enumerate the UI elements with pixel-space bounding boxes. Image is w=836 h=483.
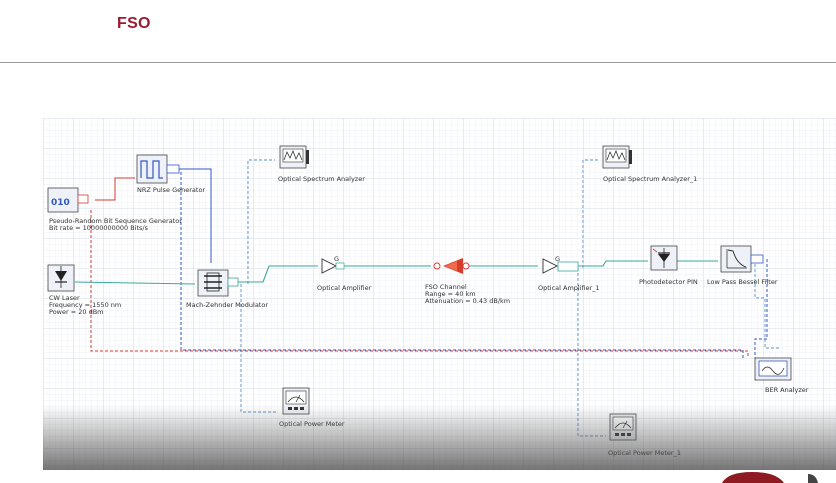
- fso-channel[interactable]: FSO Channel Range = 40 km Attenuation = …: [425, 258, 510, 305]
- title-divider: [0, 62, 836, 63]
- lpf-to-ber-monitor: [754, 259, 768, 358]
- osa1-label: Optical Spectrum Analyzer: [278, 175, 365, 183]
- bit-sequence-icon: 010: [51, 198, 70, 208]
- fso-channel-icon: [433, 258, 470, 274]
- laser-label: CW Laser: [49, 294, 80, 302]
- optical-amplifier-1[interactable]: G Optical Amplifier_1: [538, 255, 600, 292]
- slide-title: FSO: [117, 15, 151, 32]
- laser-frequency: Frequency = 1550 nm: [49, 301, 121, 309]
- optical-amplifier[interactable]: G Optical Amplifier: [317, 255, 372, 292]
- opm1-label: Optical Power Meter: [279, 420, 345, 428]
- spectrum-analyzer-icon: [282, 148, 304, 163]
- electrical-links: [90, 177, 749, 358]
- prbs-bitrate: Bit rate = 10000000000 Bits/s: [49, 224, 149, 232]
- amplifier-icon: [542, 258, 559, 274]
- prbs-label: Pseudo-Random Bit Sequence Generator: [49, 217, 182, 225]
- osa2-label: Optical Spectrum Analyzer_1: [603, 175, 697, 183]
- nrz-pulse-generator[interactable]: NRZ Pulse Generator: [136, 154, 205, 194]
- schematic-canvas[interactable]: 010 Pseudo-Random Bit Sequence Generator…: [43, 118, 836, 470]
- pulse-generator-icon: [140, 160, 163, 179]
- amplifier-icon: [321, 258, 338, 274]
- pd-label: Photodetector PIN: [639, 278, 698, 286]
- amp2-gain: G: [555, 255, 560, 263]
- fso-range: Range = 40 km: [425, 290, 476, 298]
- prbs-generator[interactable]: 010 Pseudo-Random Bit Sequence Generator…: [47, 187, 182, 232]
- lpf-label: Low Pass Bessel Filter: [707, 278, 778, 286]
- filter-icon: [726, 249, 747, 269]
- optical-links: [74, 260, 718, 285]
- mzm-label: Mach-Zehnder Modulator: [186, 301, 268, 309]
- mach-zehnder-modulator[interactable]: Mach-Zehnder Modulator: [186, 269, 268, 309]
- photodetector-icon: [652, 248, 670, 268]
- svg-text:010: 010: [51, 198, 70, 208]
- amp2-label: Optical Amplifier_1: [538, 284, 600, 292]
- fso-attenuation: Attenuation = 0.43 dB/km: [425, 297, 510, 305]
- ber-label: BER Analyzer: [765, 386, 809, 394]
- laser-power: Power = 20 dBm: [49, 308, 104, 316]
- photodetector-pin[interactable]: Photodetector PIN: [639, 245, 698, 286]
- ber-analyzer[interactable]: BER Analyzer: [754, 357, 809, 394]
- amp1-gain: G: [334, 255, 339, 263]
- modulator-icon: [204, 272, 222, 292]
- power-meter-icon: [285, 390, 307, 410]
- university-logo: [722, 472, 818, 483]
- power-meter-icon: [612, 416, 634, 436]
- low-pass-bessel-filter[interactable]: Low Pass Bessel Filter: [707, 245, 778, 286]
- opm2-label: Optical Power Meter_1: [608, 449, 681, 457]
- optical-spectrum-analyzer[interactable]: Optical Spectrum Analyzer: [278, 145, 365, 183]
- spectrum-analyzer-icon: [605, 148, 627, 163]
- nrz-label: NRZ Pulse Generator: [137, 186, 205, 194]
- nrz-to-mzm-link: [179, 168, 212, 263]
- ber-analyzer-icon: [758, 360, 788, 377]
- fso-label: FSO Channel: [425, 283, 467, 291]
- cw-laser[interactable]: CW Laser Frequency = 1550 nm Power = 20 …: [47, 264, 121, 316]
- optical-spectrum-analyzer-1[interactable]: Optical Spectrum Analyzer_1: [602, 145, 697, 183]
- amp1-label: Optical Amplifier: [317, 284, 372, 292]
- laser-icon: [55, 266, 67, 288]
